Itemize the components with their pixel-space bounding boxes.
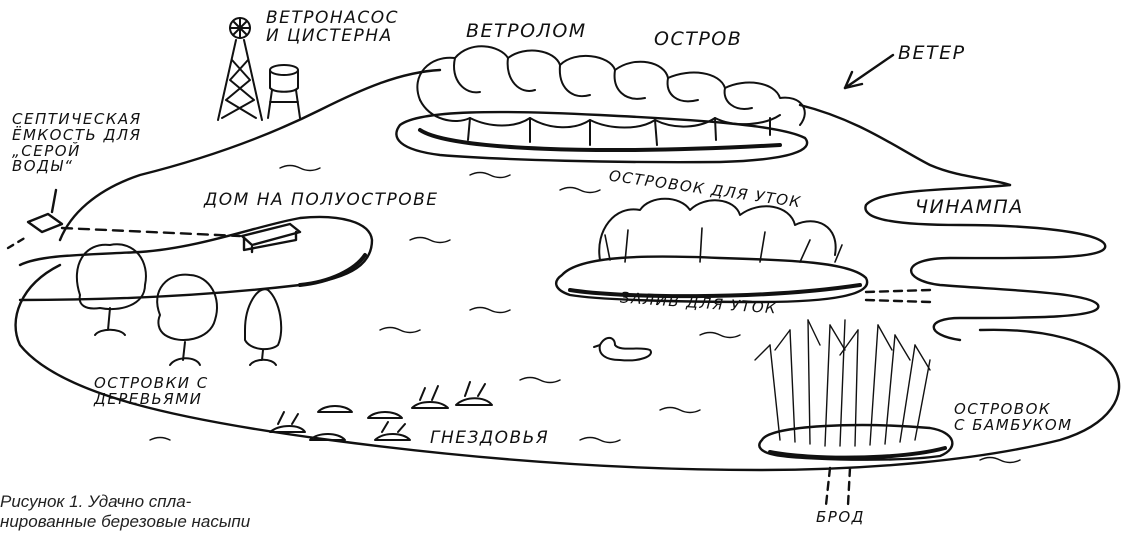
label-bamboo-island: ОСТРОВОК С БАМБУКОМ — [954, 402, 1073, 434]
label-wind: ВЕТЕР — [898, 44, 966, 64]
label-septic-line4: ВОДЫ“ — [12, 159, 142, 175]
label-house: ДОМ НА ПОЛУОСТРОВЕ — [204, 192, 439, 210]
peninsula — [20, 217, 372, 300]
label-tree-islands-line2: ДЕРЕВЬЯМИ — [94, 392, 209, 408]
label-windpump: ВЕТРОНАСОС И ЦИСТЕРНА — [266, 10, 399, 46]
windbreak-island — [396, 112, 807, 162]
label-tree-islands: ОСТРОВКИ С ДЕРЕВЬЯМИ — [94, 376, 209, 408]
caption-line1: Рисунок 1. Удачно спла- — [0, 492, 250, 512]
caption-line2: нированные березовые насыпи — [0, 512, 250, 532]
label-island: ОСТРОВ — [654, 30, 742, 50]
pond-shoreline-back — [800, 105, 1010, 185]
figure-caption: Рисунок 1. Удачно спла- нированные берез… — [0, 492, 250, 533]
label-bamboo-line2: С БАМБУКОМ — [954, 418, 1073, 434]
windpump — [218, 18, 262, 120]
label-chinampa: ЧИНАМПА — [915, 198, 1024, 218]
duck — [594, 338, 651, 361]
label-ford: БРОД — [816, 510, 865, 526]
windbreak-trees — [417, 46, 804, 145]
label-septic: СЕПТИЧЕСКАЯ ЁМКОСТЬ ДЛЯ „СЕРОЙ ВОДЫ“ — [12, 112, 142, 175]
label-windpump-line2: И ЦИСТЕРНА — [266, 28, 399, 46]
tree-islands — [77, 244, 281, 365]
duck-island — [556, 199, 867, 302]
label-nesting: ГНЕЗДОВЬЯ — [430, 430, 549, 448]
house — [242, 224, 300, 252]
wind-arrow — [845, 55, 893, 88]
water-tank — [268, 65, 300, 118]
bamboo-island — [755, 320, 952, 505]
label-windbreak: ВЕТРОЛОМ — [466, 22, 587, 42]
